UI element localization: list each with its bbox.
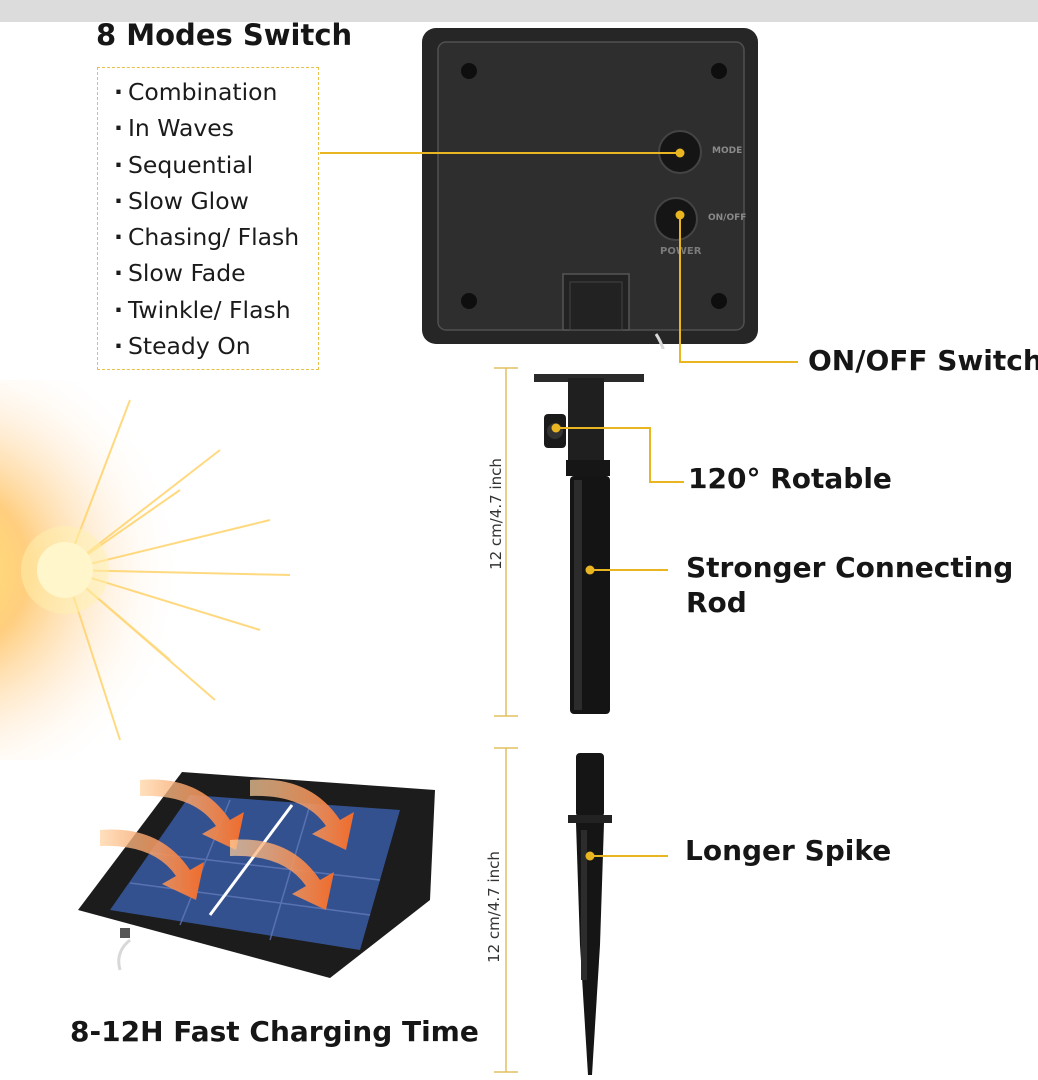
- mode-item: Twinkle/ Flash: [114, 292, 299, 328]
- mode-button-label: MODE: [712, 146, 743, 156]
- mode-item: Chasing/ Flash: [114, 219, 299, 255]
- onoff-button-label: ON/OFF: [708, 213, 747, 223]
- modes-list: Combination In Waves Sequential Slow Glo…: [114, 74, 299, 364]
- sun-glow-icon: [0, 380, 291, 760]
- rotable-label: 120° Rotable: [688, 462, 892, 495]
- controller-box: [422, 28, 758, 349]
- mode-item: Steady On: [114, 328, 299, 364]
- curved-arrow-icon: [100, 779, 354, 910]
- mode-item: Sequential: [114, 147, 299, 183]
- onoff-switch-label: ON/OFF Switch: [808, 344, 1038, 377]
- spike-label: Longer Spike: [685, 834, 892, 867]
- connecting-rod: [534, 374, 644, 714]
- mode-item: Combination: [114, 74, 299, 110]
- charging-time-label: 8-12H Fast Charging Time: [70, 1015, 479, 1048]
- modes-title: 8 Modes Switch: [96, 18, 353, 52]
- mode-item: Slow Fade: [114, 255, 299, 291]
- connecting-rod-label: Stronger Connecting Rod: [686, 551, 1014, 619]
- top-strip: [0, 0, 1038, 22]
- mode-item: Slow Glow: [114, 183, 299, 219]
- mode-item: In Waves: [114, 110, 299, 146]
- modes-box: [97, 67, 319, 370]
- spike-length-label: 12 cm/4.7 inch: [485, 851, 503, 963]
- rod-length-label: 12 cm/4.7 inch: [487, 458, 505, 570]
- spike: [568, 753, 612, 1075]
